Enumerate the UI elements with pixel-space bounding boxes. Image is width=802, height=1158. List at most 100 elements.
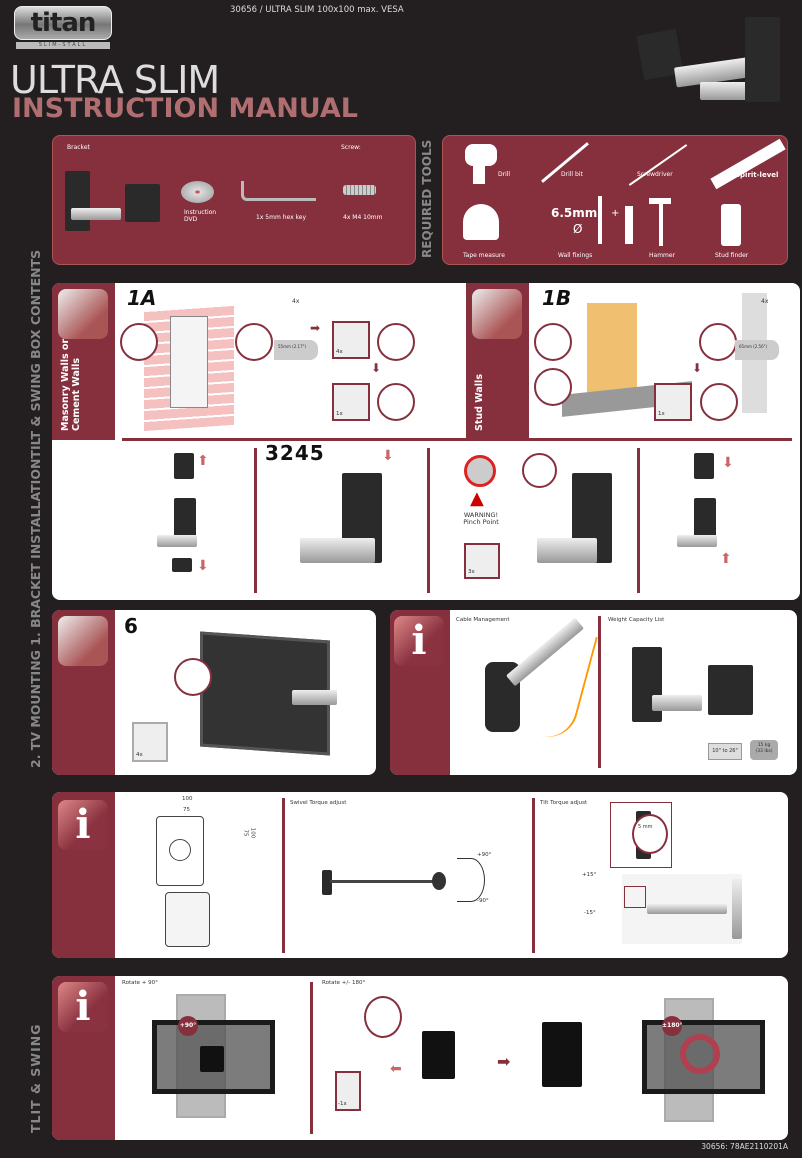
divider	[598, 616, 601, 768]
step-1b: 1B	[542, 286, 572, 310]
level-detail-circle	[120, 323, 158, 361]
arrow-up-icon: ⬆	[197, 453, 209, 469]
step-2-label: 3245	[265, 441, 325, 465]
info-dimensions-panel: i 100 75 75 100 Swivel Torque adjust +90…	[52, 792, 788, 958]
swivel-head	[432, 872, 446, 890]
divider	[532, 798, 535, 953]
diameter-symbol: Ø	[573, 222, 583, 236]
screwdriver-circle-rotate	[364, 996, 402, 1038]
tool-hammer: Hammer	[649, 252, 676, 259]
arrow-down-icon: ⬇	[371, 361, 382, 375]
cable-line	[492, 616, 598, 744]
step6-panel: 6 4x	[52, 610, 376, 775]
brick-wall-icon	[58, 289, 108, 339]
warning-title: WARNING!	[463, 511, 499, 519]
screw-box-a: 1x	[332, 383, 370, 421]
fixing-size: 6.5mm	[551, 206, 598, 220]
rotate-90-label: Rotate + 90°	[122, 980, 158, 986]
dvd-icon	[181, 181, 214, 203]
arrow-down-icon-2: ⬇	[197, 558, 209, 574]
box-contents-panel: Bracket Screw: Instruction DVD 1x 5mm he…	[52, 135, 416, 265]
hammer-icon	[649, 198, 671, 204]
tool-screwdriver: Screwdriver	[637, 171, 673, 178]
arm-part-2	[677, 535, 717, 547]
tool-tape-measure: Tape measure	[463, 252, 505, 259]
bracket-top-part-2	[694, 453, 714, 479]
step-1a: 1A	[127, 286, 157, 310]
drill-icon	[465, 144, 497, 166]
wall-plug-box: 4x	[332, 321, 370, 359]
screw-box-6: 4x	[132, 722, 168, 762]
screw-qty-b: 1x	[658, 411, 665, 417]
drill-qty-b: 4x	[761, 298, 769, 305]
info-icon: i	[58, 800, 108, 850]
hex-key-circle: 5 mm	[632, 814, 668, 854]
arrow-right-icon-2: ➡	[497, 1052, 511, 1071]
swivel-torque-label: Swivel Torque adjust	[290, 800, 347, 806]
screwdriver-circle-6	[174, 658, 212, 696]
drill-depth-b: 65mm (2.56")	[735, 340, 779, 360]
badge-180: ±180°	[662, 1016, 683, 1036]
divider	[637, 448, 640, 593]
screw-qty-6: 4x	[136, 752, 143, 758]
screw-qty-rotate: -1x	[338, 1101, 347, 1107]
arm-part	[157, 535, 197, 547]
arm-drawing-6	[292, 690, 337, 705]
bracket-middle-part	[174, 498, 196, 538]
tilt-plus: +15°	[582, 872, 597, 878]
warning-text: WARNING!Pinch Point	[462, 512, 500, 526]
dvd-label: Instruction DVD	[184, 209, 217, 223]
product-photo	[630, 12, 790, 112]
weight-kg: 15 kg	[757, 743, 771, 748]
swivel-minus: -90°	[477, 898, 489, 904]
hex-key-label: 1x 5mm hex key	[256, 214, 307, 221]
vesa-plate-rotated	[542, 1022, 582, 1087]
tv-mount-icon	[58, 616, 108, 666]
title-instruction-manual: INSTRUCTION MANUAL	[12, 93, 359, 124]
arrow-left-icon: ⬅	[390, 1061, 402, 1077]
screen-size-badge: 10" to 26"	[708, 743, 742, 760]
divider	[310, 982, 313, 1134]
arrow-down-icon-3: ⬇	[382, 448, 394, 464]
swivel-arm	[330, 880, 440, 883]
screw-label: 4x M4 10mm	[343, 214, 383, 221]
bracket-top-part	[174, 453, 194, 479]
stud-walls-label: Stud Walls	[474, 374, 485, 431]
vesa-plate-drawing	[156, 816, 204, 886]
masonry-label: Masonry Walls or Cement Walls	[60, 338, 82, 431]
stud-drawing	[587, 303, 637, 403]
swivel-plus: +90°	[477, 852, 492, 858]
plus-sign: +	[611, 208, 620, 219]
screw-box-2: 3x	[464, 543, 500, 579]
weight-badge: 15 kg(33 lbs)	[750, 740, 778, 760]
required-tools-heading: REQUIRED TOOLS	[420, 139, 434, 258]
screw-qty-2: 3x	[468, 569, 475, 575]
wall-plug-qty: 4x	[336, 349, 343, 355]
divider	[427, 448, 430, 593]
info-icon: i	[394, 616, 444, 666]
tilt-minus: -15°	[584, 910, 596, 916]
info-cable-weight-panel: i Cable Management Weight Capacity List …	[390, 610, 797, 775]
dim-75-horizontal: 75	[183, 807, 190, 813]
screw-icon	[343, 185, 376, 195]
screw-heading: Screw:	[341, 144, 361, 151]
template-sheet	[170, 316, 208, 408]
screw-qty-a: 1x	[336, 411, 343, 417]
tool-wall-fixings: Wall fixings	[558, 252, 593, 259]
warning-icon: ▲	[470, 488, 484, 509]
screw-box-b: 1x	[654, 383, 692, 421]
dim-100-vertical: 100	[249, 827, 256, 839]
vesa-plate	[708, 665, 753, 715]
screwdriver-detail-circle	[377, 383, 415, 421]
weight-lbs: (33 lbs)	[755, 749, 773, 754]
landscape-screen	[152, 1020, 275, 1094]
cable-management-label: Cable Management	[456, 617, 510, 623]
screwdriver-icon	[628, 144, 688, 186]
bracket-label: Bracket	[67, 144, 90, 151]
drill-depth-a: 55mm (2.17")	[274, 340, 318, 360]
arrow-right-icon: ➡	[310, 321, 321, 335]
wall-screw-icon	[598, 196, 602, 244]
required-tools-panel: Drill Drill bit Screwdriver Spirit-level…	[442, 135, 788, 265]
badge-90: +90°	[178, 1016, 198, 1036]
step1-panel: Masonry Walls or Cement Walls 1A 4x 55mm…	[52, 283, 800, 600]
